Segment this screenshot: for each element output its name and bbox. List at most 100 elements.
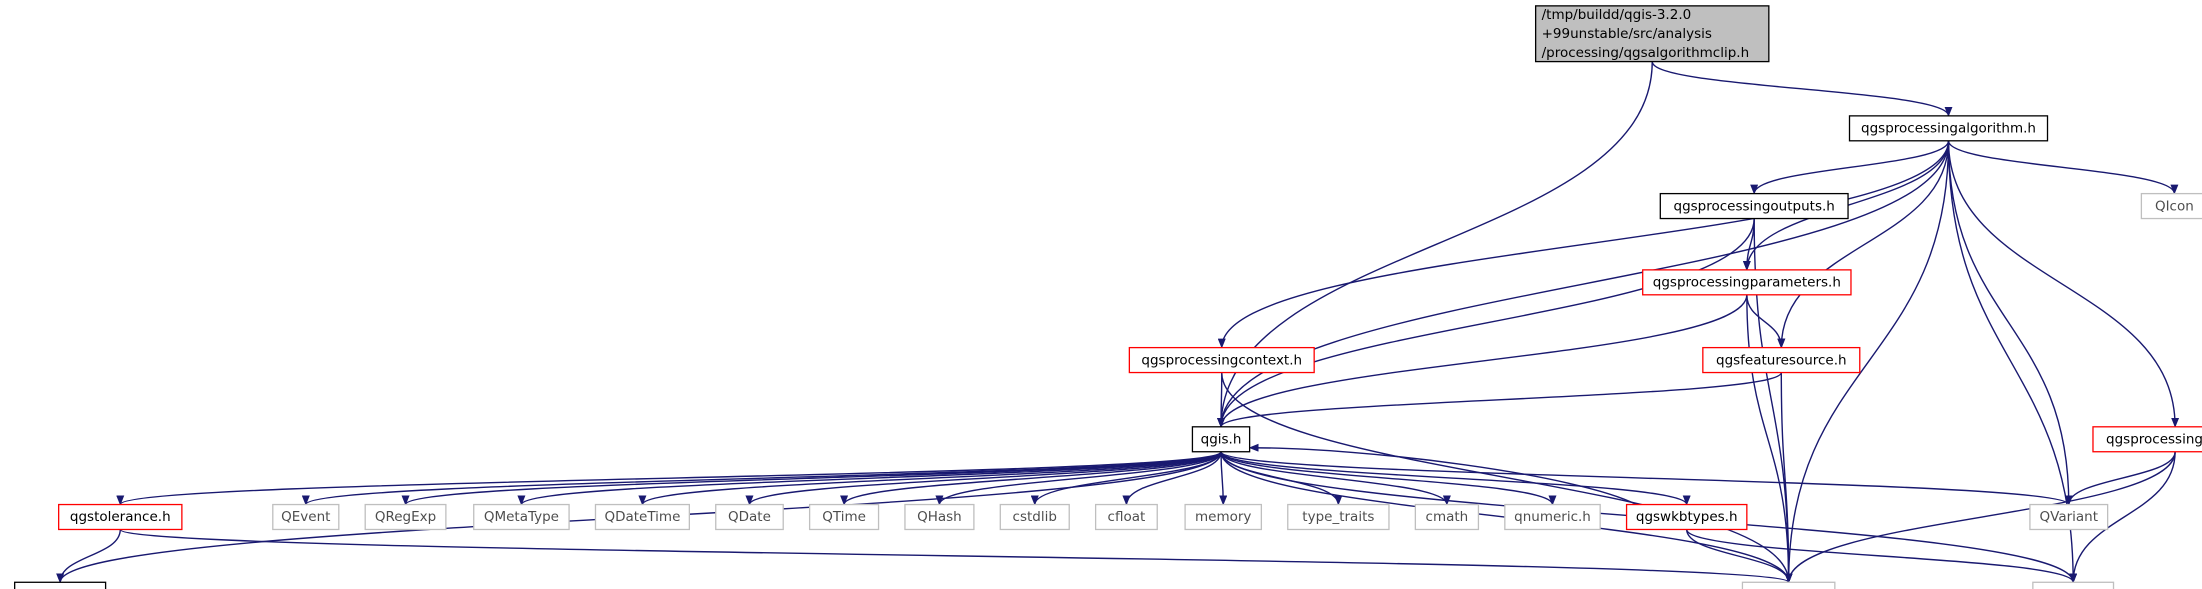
node-label-typetraits: type_traits	[1302, 509, 1374, 525]
edge-pu-to-qstring	[2069, 451, 2176, 584]
edge-pa-to-pu	[1947, 140, 2180, 428]
node-label-memory: memory	[1195, 509, 1251, 525]
node-qdate[interactable]: QDate	[715, 503, 784, 531]
node-label-sip: qgis_sip.h	[27, 587, 94, 589]
node-qregexp[interactable]: QRegExp	[364, 503, 447, 531]
edge-qgis-to-qtime	[840, 451, 1222, 506]
node-label-pa: qgsprocessingalgorithm.h	[1861, 121, 2036, 137]
node-qtime[interactable]: QTime	[808, 503, 880, 531]
node-label-root-line-1: +99unstable/src/analysis	[1542, 26, 1712, 42]
node-label-qdate: QDate	[728, 509, 771, 525]
node-label-wkb: qgswkbtypes.h	[1636, 509, 1738, 525]
node-label-qregexp: QRegExp	[375, 509, 436, 525]
node-label-fs: qgsfeaturesource.h	[1716, 352, 1847, 368]
edge-qgis-to-wkb	[1220, 451, 1691, 506]
node-box-pp	[1642, 269, 1852, 296]
node-typetraits[interactable]: type_traits	[1287, 503, 1390, 531]
edge-pc-to-qgis	[1217, 372, 1226, 428]
node-label-qgis: qgis.h	[1201, 431, 1242, 447]
node-label-qtime: QTime	[822, 509, 866, 525]
node-box-cfloat	[1094, 503, 1158, 531]
node-cfloat[interactable]: cfloat	[1094, 503, 1158, 531]
node-qvariant[interactable]: QVariant	[2029, 503, 2109, 531]
node-label-cstdlib: cstdlib	[1013, 509, 1057, 525]
edge-qgis-to-qdate	[745, 451, 1222, 506]
node-qstring[interactable]: QString	[2032, 581, 2115, 589]
edge-tol-to-core	[119, 528, 1793, 584]
node-label-qvariant: QVariant	[2040, 509, 2099, 525]
node-qdatetime[interactable]: QDateTime	[594, 503, 690, 531]
node-qgis[interactable]: qgis.h	[1191, 426, 1251, 453]
edge-root-to-pa	[1651, 61, 1953, 117]
edge-pa-to-fs	[1777, 140, 1950, 349]
node-label-cfloat: cfloat	[1108, 509, 1146, 525]
edge-qgis-to-qvariant	[1220, 451, 2073, 506]
node-cmath[interactable]: cmath	[1414, 503, 1480, 531]
node-wkb[interactable]: qgswkbtypes.h	[1625, 503, 1748, 531]
edge-qgis-to-cfloat	[1122, 451, 1222, 506]
node-qhash[interactable]: QHash	[904, 503, 975, 531]
node-core[interactable]: qgis_core.h	[1741, 581, 1836, 589]
node-box-qmetatype	[473, 503, 570, 531]
nodes-layer: /tmp/buildd/qgis-3.2.0+99unstable/src/an…	[14, 5, 2202, 589]
node-box-pu	[2092, 426, 2202, 453]
node-box-qdate	[715, 503, 784, 531]
node-box-tol	[58, 503, 183, 531]
node-tol[interactable]: qgstolerance.h	[58, 503, 183, 531]
edge-pp-to-qgis	[1217, 294, 1748, 428]
node-qicon[interactable]: QIcon	[2140, 192, 2202, 220]
edge-tol-to-sip	[56, 529, 121, 584]
node-box-cmath	[1414, 503, 1480, 531]
edge-pp-to-fs	[1746, 294, 1786, 349]
node-label-qdatetime: QDateTime	[604, 509, 680, 525]
edge-pc-to-core	[1221, 372, 1793, 584]
node-pc[interactable]: qgsprocessingcontext.h	[1128, 346, 1315, 374]
node-box-po	[1659, 192, 1849, 220]
node-label-po: qgsprocessingoutputs.h	[1674, 198, 1835, 214]
edge-qgis-to-qdatetime	[638, 451, 1222, 506]
node-box-qgis	[1191, 426, 1251, 453]
node-label-pp: qgsprocessingparameters.h	[1653, 275, 1841, 291]
node-qmetatype[interactable]: QMetaType	[473, 503, 570, 531]
node-pu[interactable]: qgsprocessingutils.h	[2092, 426, 2202, 453]
node-sip[interactable]: qgis_sip.h	[14, 581, 107, 589]
edge-pp-to-core	[1746, 294, 1793, 584]
node-memory[interactable]: memory	[1184, 503, 1263, 531]
node-fs[interactable]: qgsfeaturesource.h	[1702, 346, 1861, 374]
node-box-qstring	[2032, 581, 2115, 589]
node-box-qevent	[272, 503, 340, 531]
node-label-qevent: QEvent	[281, 509, 330, 525]
node-po[interactable]: qgsprocessingoutputs.h	[1659, 192, 1849, 220]
edge-pa-to-pc	[1217, 140, 1950, 349]
edge-wkb-to-qgis	[1248, 443, 1637, 506]
node-box-pc	[1128, 346, 1315, 374]
node-label-root-line-2: /processing/qgsalgorithmclip.h	[1542, 45, 1750, 61]
node-qevent[interactable]: QEvent	[272, 503, 340, 531]
edge-qgis-to-qregexp	[401, 451, 1222, 506]
node-box-fs	[1702, 346, 1861, 374]
edge-pa-to-po	[1750, 140, 1950, 195]
node-box-pa	[1848, 115, 2049, 142]
edge-qgis-to-qmetatype	[517, 451, 1222, 506]
edge-wkb-to-core	[1686, 529, 1793, 584]
edge-pa-to-core	[1784, 140, 1950, 584]
edge-qgis-to-qnumeric	[1220, 451, 1557, 506]
node-box-qnumeric	[1504, 503, 1601, 531]
node-root[interactable]: /tmp/buildd/qgis-3.2.0+99unstable/src/an…	[1534, 5, 1770, 63]
edge-qgis-to-qhash	[935, 451, 1222, 506]
node-box-qicon	[2140, 192, 2202, 220]
node-cstdlib[interactable]: cstdlib	[999, 503, 1070, 531]
node-pp[interactable]: qgsprocessingparameters.h	[1642, 269, 1852, 296]
node-box-typetraits	[1287, 503, 1390, 531]
edge-qgis-to-tol	[116, 451, 1222, 506]
node-label-pc: qgsprocessingcontext.h	[1141, 352, 1302, 368]
edge-pu-to-core	[1784, 451, 2176, 584]
node-box-cstdlib	[999, 503, 1070, 531]
node-qnumeric[interactable]: qnumeric.h	[1504, 503, 1601, 531]
edges-layer	[56, 61, 2180, 584]
edge-qgis-to-cmath	[1220, 451, 1451, 506]
node-label-core: qgis_core.h	[1750, 587, 1827, 589]
node-pa[interactable]: qgsprocessingalgorithm.h	[1848, 115, 2049, 142]
edge-qgis-to-memory	[1219, 451, 1228, 506]
